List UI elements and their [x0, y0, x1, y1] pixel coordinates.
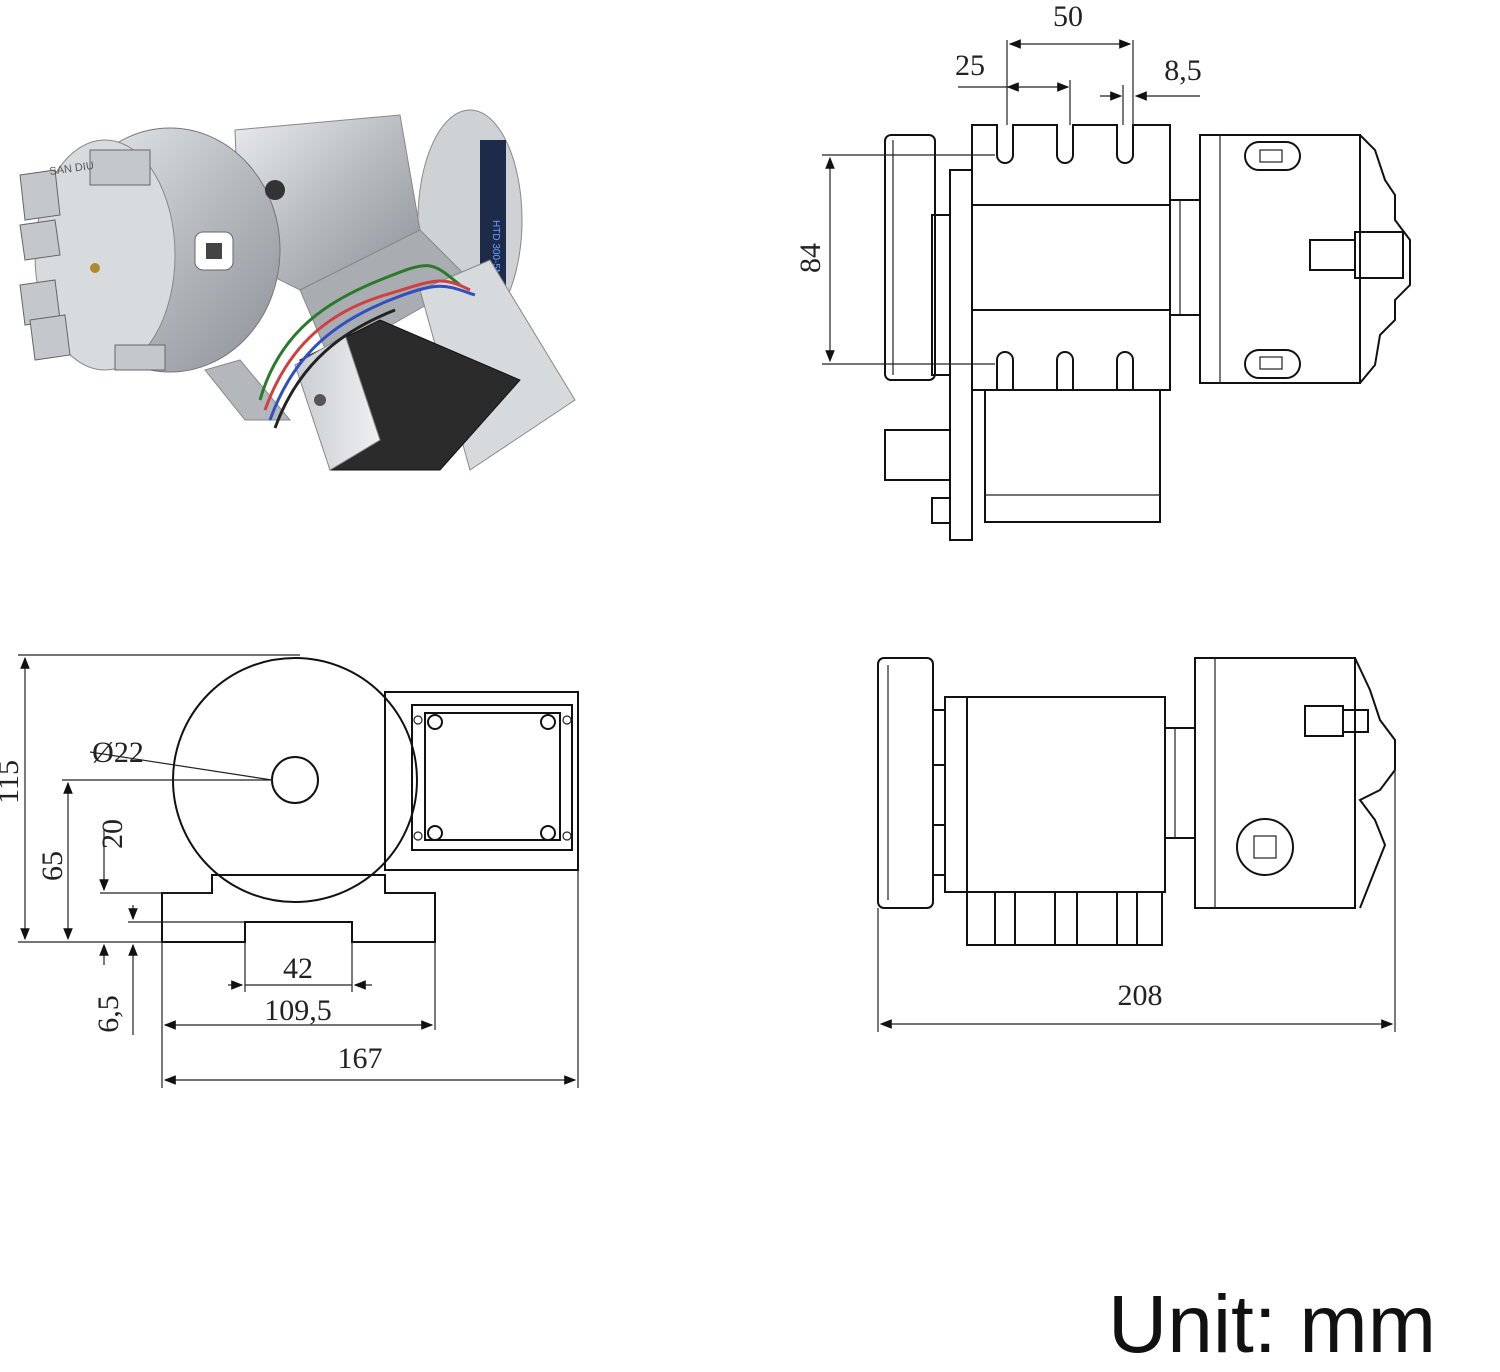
chuck-side	[1194, 657, 1356, 909]
dim-base-height: 20	[96, 819, 129, 849]
dim-overall-height: 115	[0, 760, 25, 804]
dim-base-thickness: 6,5	[92, 995, 125, 1033]
housing-side	[966, 696, 1166, 893]
motor-square	[424, 712, 561, 841]
dim-base-gap: 42	[283, 952, 313, 985]
pulley-side	[877, 657, 934, 909]
belt-label: HTD 300-5M	[490, 220, 501, 277]
chuck-jaws	[19, 149, 166, 371]
top-view-drawing: 50 25 8,5 84	[794, 0, 1411, 541]
motor-plate	[384, 691, 579, 871]
dim-bore-diameter: Ø22	[92, 736, 144, 769]
dim-center-height: 65	[36, 851, 69, 881]
side-bolt	[265, 180, 285, 200]
slotted-housing	[971, 124, 1171, 391]
dim-overall-length: 208	[1118, 979, 1163, 1012]
dim-overall-width: 167	[338, 1042, 383, 1075]
base-block	[161, 874, 436, 943]
side-view-drawing: 208	[877, 657, 1396, 1032]
motor-outline-top	[984, 389, 1161, 523]
base-foot	[204, 359, 292, 421]
dim-slot-width: 8,5	[1164, 54, 1202, 87]
end-view-drawing: Ø22 115 65 20 6,5 42 109,5 167	[0, 654, 579, 1088]
dim-slot-span: 50	[1053, 0, 1083, 33]
motor-end-cap	[294, 334, 381, 471]
dim-slot-pitch: 25	[955, 49, 985, 82]
bore-circle	[271, 756, 319, 804]
product-photo: HTD 300-5M SAN DIU	[19, 109, 576, 471]
dim-side-height: 84	[794, 243, 827, 273]
chuck-outline-top	[1199, 134, 1361, 384]
dim-base-length: 109,5	[264, 994, 332, 1027]
unit-label: Unit: mm	[1108, 1279, 1436, 1370]
